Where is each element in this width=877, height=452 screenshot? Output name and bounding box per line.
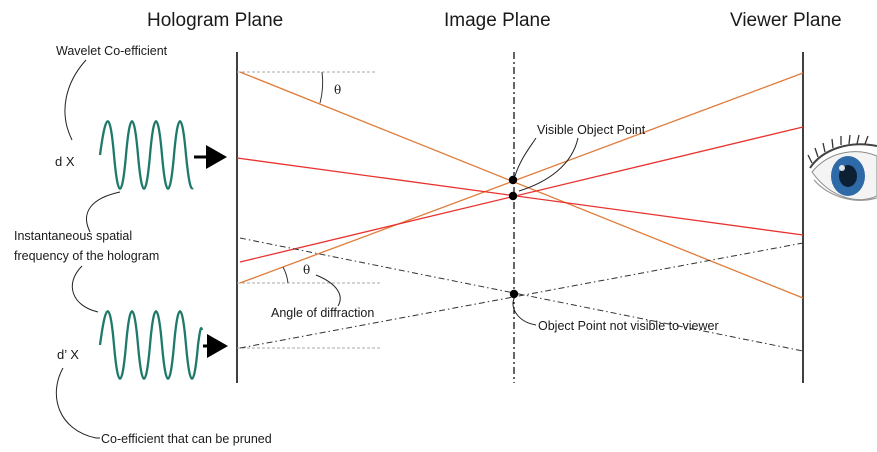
invisible-object-point-dot xyxy=(509,289,519,299)
wavelet-top-icon xyxy=(98,120,194,190)
invisible-point-connector xyxy=(512,298,537,326)
visible-object-point-dot-2 xyxy=(508,191,518,201)
visible-point-connector-b xyxy=(518,137,579,192)
eye-icon xyxy=(807,134,877,201)
viewer-plane-heading: Viewer Plane xyxy=(730,10,842,31)
wavelet-coefficient-label: Wavelet Co-efficient xyxy=(56,44,168,58)
red-ray-down xyxy=(236,157,804,236)
theta-arc-bottom xyxy=(282,266,289,284)
angle-diffraction-connector xyxy=(315,274,341,307)
hologram-plane-heading: Hologram Plane xyxy=(147,10,283,31)
inst-freq-label-line1: Instantaneous spatial xyxy=(14,229,132,243)
dashed-ray-up xyxy=(239,242,804,349)
angle-of-diffraction-label: Angle of diffraction xyxy=(271,306,374,320)
object-point-not-visible-label: Object Point not visible to viewer xyxy=(538,319,719,333)
coefficient-pruned-label: Co-efficient that can be pruned xyxy=(101,432,272,446)
wavelet-bottom-icon xyxy=(98,310,204,380)
visible-object-point-dot xyxy=(508,175,518,185)
coefficient-d-label: d X xyxy=(55,154,75,169)
image-plane-heading: Image Plane xyxy=(444,10,551,31)
pruned-coefficient-connector xyxy=(55,367,100,439)
red-ray-up xyxy=(239,126,804,263)
inst-freq-connector-top xyxy=(86,191,121,233)
theta-label-top: θ xyxy=(334,83,341,97)
orange-ray-down xyxy=(239,71,804,299)
dashed-ray-down xyxy=(239,237,804,352)
inst-freq-connector-bottom xyxy=(71,265,99,313)
coefficient-d-prime-label: d’ X xyxy=(57,347,79,362)
orange-ray-up xyxy=(239,72,804,284)
inst-freq-label-line2: frequency of the hologram xyxy=(14,249,159,263)
visible-point-connector-a xyxy=(514,137,537,177)
visible-object-point-label: Visible Object Point xyxy=(537,123,646,137)
theta-arc-top xyxy=(319,71,324,104)
wavelet-coefficient-connector xyxy=(64,59,87,141)
theta-label-bottom: θ xyxy=(303,263,310,277)
